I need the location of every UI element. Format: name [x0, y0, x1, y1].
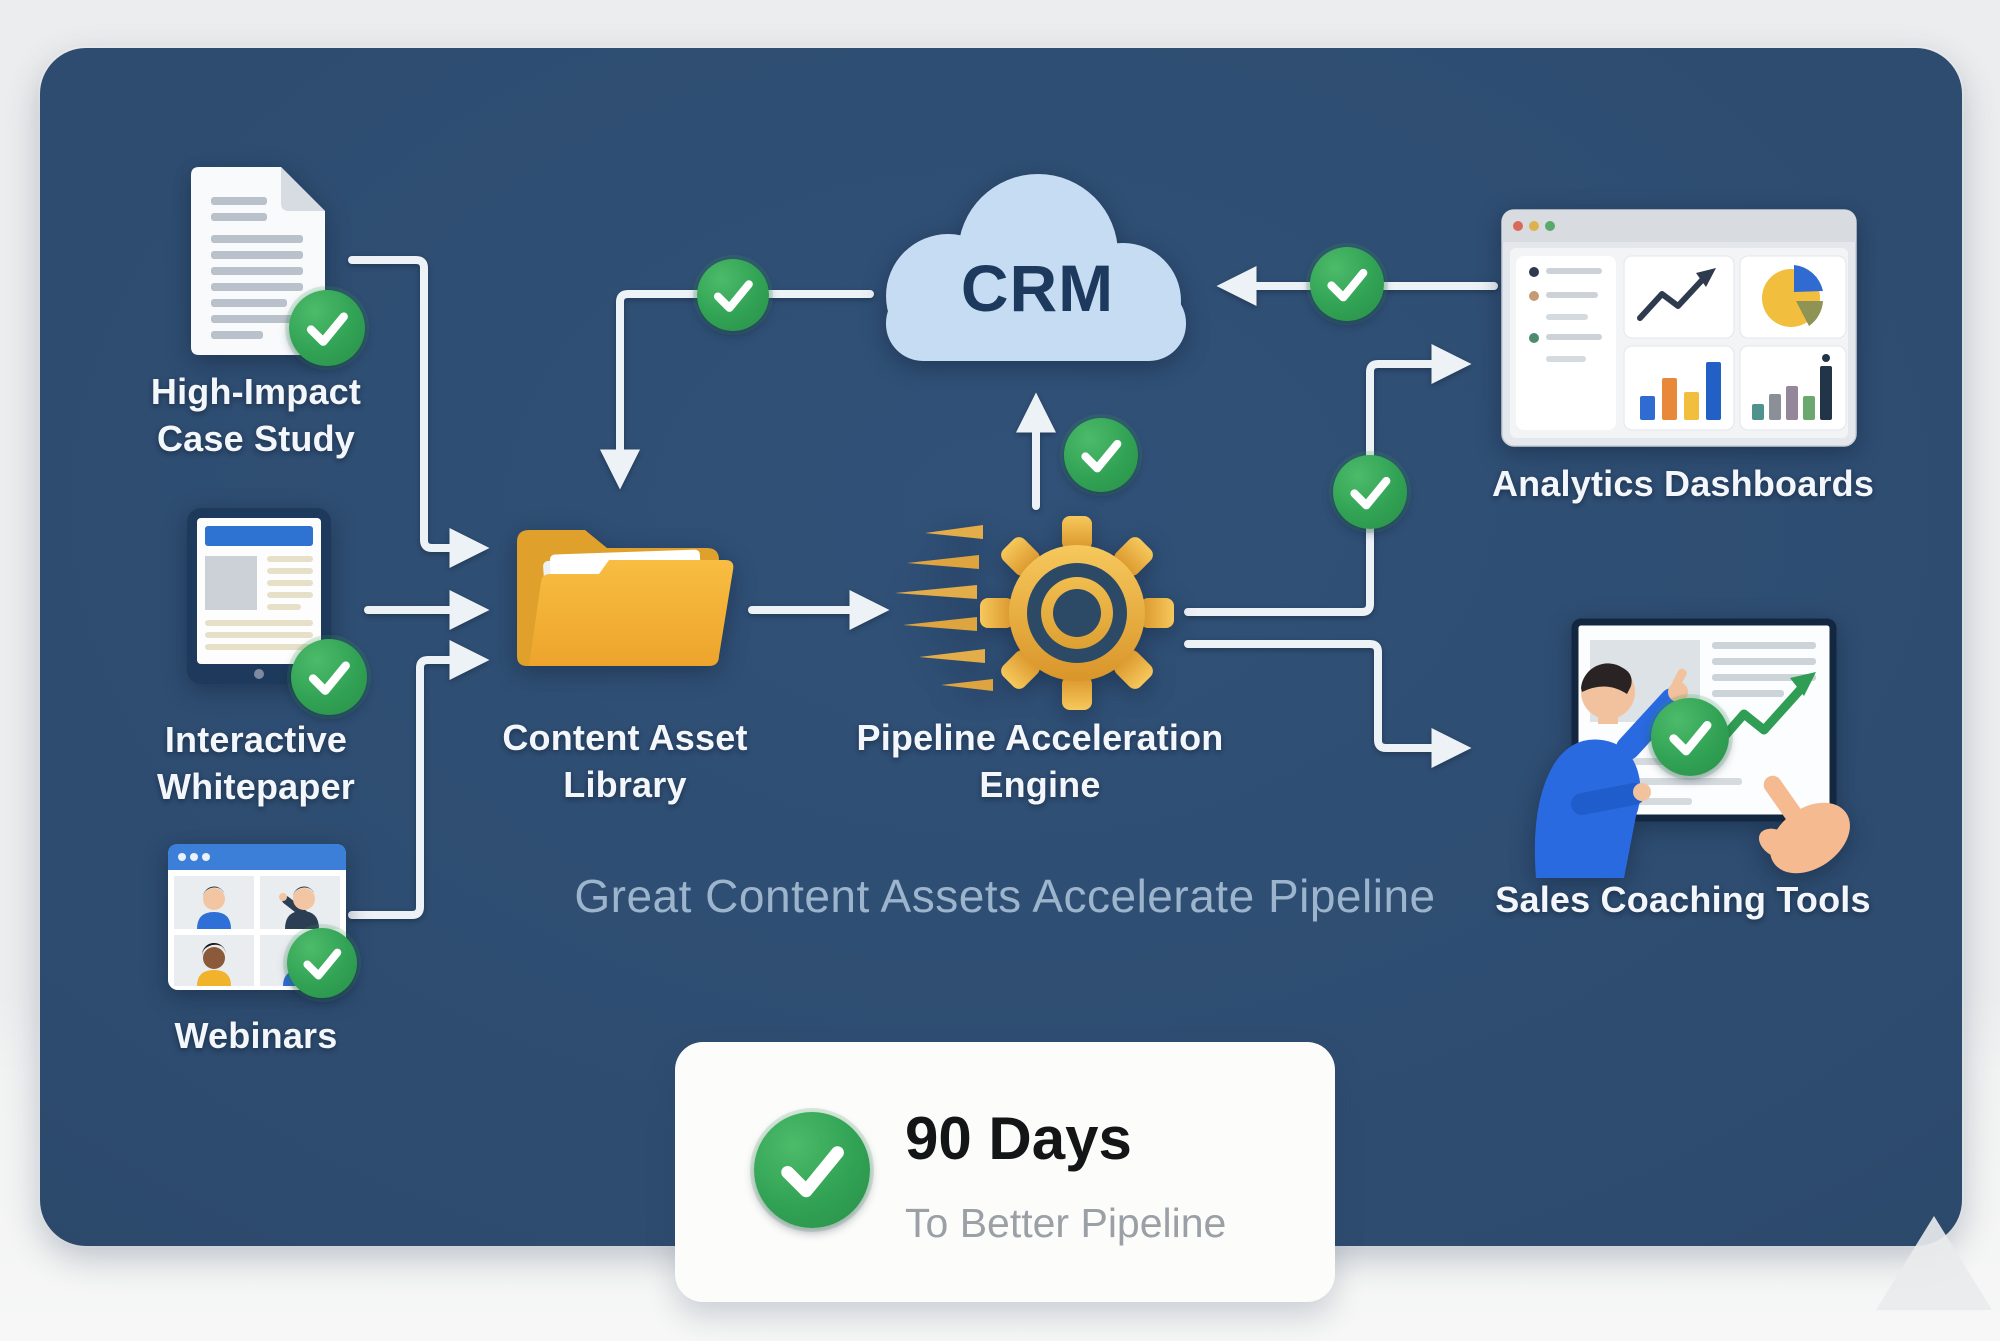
- arrow-crm-to-library: [600, 290, 874, 490]
- engine-label-line2: Engine: [979, 764, 1101, 805]
- check-icon: [697, 259, 769, 331]
- webinar-person-1: [197, 886, 231, 929]
- case-study-label: High-Impact Case Study: [76, 368, 436, 462]
- case-study-label-line2: Case Study: [156, 418, 356, 459]
- check-icon: [1651, 698, 1729, 776]
- speed-gear-icon: [895, 516, 1174, 710]
- pie-chart-tile: [1739, 255, 1847, 339]
- case-study-label-line1: High-Impact: [150, 371, 362, 412]
- line-chart-tile: [1623, 255, 1735, 339]
- engine-label: Pipeline Acceleration Engine: [840, 714, 1240, 808]
- check-icon: [289, 290, 365, 366]
- speed-lines: [895, 525, 993, 691]
- library-label-line1: Content Asset: [502, 717, 748, 758]
- check-icon: [287, 928, 357, 998]
- whitepaper-label-line1: Interactive: [164, 719, 348, 760]
- corner-watermark-triangle: [1876, 1216, 1992, 1310]
- traffic-light-dots: [1513, 221, 1555, 231]
- pointing-hand-icon: [1758, 775, 1850, 874]
- growth-arrow-icon: [1711, 672, 1816, 751]
- engine-label-line1: Pipeline Acceleration: [856, 717, 1224, 758]
- whitepaper-label-line2: Whitepaper: [156, 766, 355, 807]
- webinars-label: Webinars: [174, 1015, 338, 1056]
- tablet-whitepaper-icon: [187, 508, 331, 684]
- bar-chart-tile: [1623, 345, 1735, 431]
- webinar-person-2: [279, 886, 319, 929]
- sidebar-list: [1529, 267, 1602, 362]
- dashboard-window-icon: [1501, 209, 1857, 447]
- check-icon: [754, 1112, 870, 1228]
- check-icon: [1064, 418, 1138, 492]
- check-icon: [1310, 247, 1384, 321]
- summary-card-title: 90 Days: [905, 1105, 1132, 1172]
- check-icon: [291, 639, 367, 715]
- cloud-icon: [886, 174, 1186, 361]
- arrow-case-study-to-library: [348, 256, 490, 568]
- library-label-line2: Library: [563, 764, 687, 805]
- diagram-tagline: Great Content Assets Accelerate Pipeline: [574, 870, 1436, 922]
- analytics-label: Analytics Dashboards: [1491, 463, 1875, 504]
- coaching-label: Sales Coaching Tools: [1495, 879, 1871, 920]
- arrow-webinars-to-library: [348, 640, 490, 919]
- check-icon: [1333, 455, 1407, 529]
- folder-icon: [517, 530, 734, 666]
- whitepaper-label: Interactive Whitepaper: [76, 716, 436, 810]
- summary-card: 90 Days To Better Pipeline: [675, 1042, 1335, 1302]
- arrow-engine-to-coaching: [1184, 640, 1472, 768]
- bar-chart-tile-2: [1739, 345, 1847, 431]
- library-label: Content Asset Library: [445, 714, 805, 808]
- webinar-person-3: [197, 942, 231, 986]
- document-icon: [191, 167, 325, 355]
- crm-label: CRM: [960, 251, 1115, 325]
- summary-card-subtitle: To Better Pipeline: [905, 1200, 1227, 1246]
